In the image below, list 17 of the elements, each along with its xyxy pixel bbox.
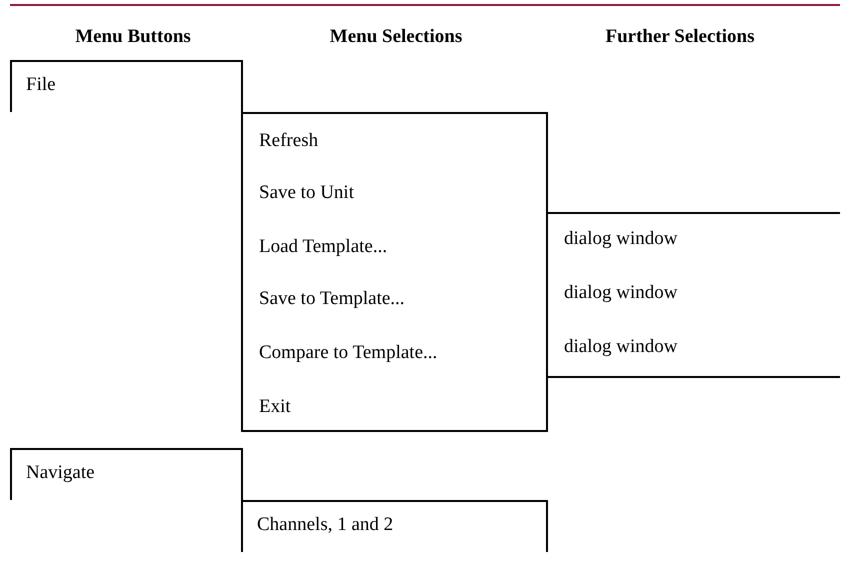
menu-panel [241,112,548,432]
menu-item: Refresh [259,130,318,152]
menu-button: Navigate [10,448,243,500]
menu-button: File [10,60,243,112]
submenu-item: dialog window [564,336,678,358]
menu-item: Compare to Template... [259,342,438,364]
menu-item: Save to Template... [259,288,405,310]
column-heading: Menu Buttons [74,26,192,48]
menu-item: Exit [259,396,291,418]
menu-item: Save to Unit [259,182,354,204]
menu-item: Load Template... [259,236,388,258]
menu-item: Channels, 1 and 2 [241,500,548,552]
column-heading: Further Selections [604,26,756,48]
submenu-item: dialog window [564,228,678,250]
submenu-item: dialog window [564,282,678,304]
column-heading: Menu Selections [328,26,464,48]
submenu-panel [548,212,840,378]
